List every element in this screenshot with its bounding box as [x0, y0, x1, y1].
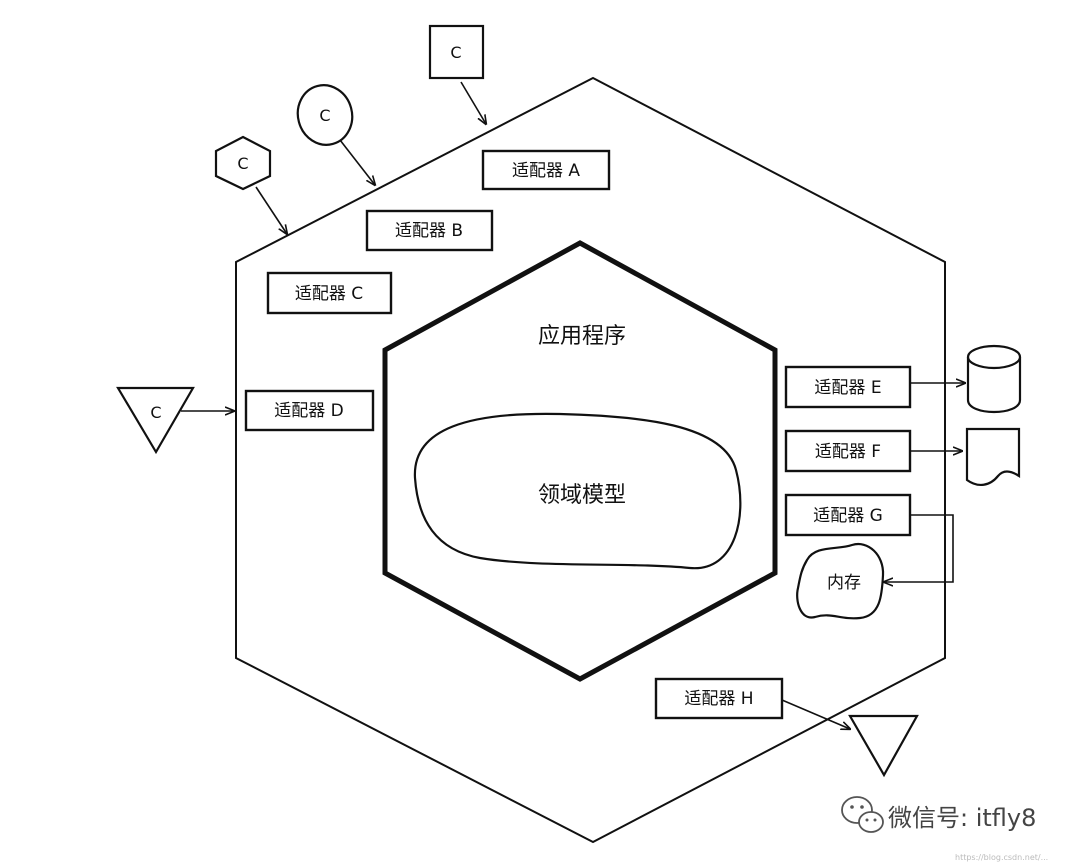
memory-blob [796, 542, 885, 620]
adapter-d-label: 适配器 D [274, 401, 344, 421]
client-hexagon-label: C [237, 154, 248, 173]
watermark-text: 微信号: itfly8 [888, 804, 1036, 832]
adapter-g: 适配器 G [784, 493, 912, 537]
document-icon [965, 427, 1021, 486]
arrow-ellipse-to-hexagon [339, 139, 375, 185]
adapter-b: 适配器 B [365, 209, 494, 252]
arrow-square-to-hexagon [460, 81, 486, 124]
database-icon [966, 344, 1022, 414]
client-triangle-label: C [150, 403, 161, 422]
adapter-f-label: 适配器 F [815, 442, 881, 462]
client-triangle: C [116, 386, 195, 455]
output-triangle [848, 714, 919, 778]
arrow-adapter-g-to-memory [884, 514, 954, 582]
client-ellipse-label: C [319, 106, 330, 125]
memory-label: 内存 [827, 573, 861, 593]
wechat-icon [841, 796, 884, 833]
adapter-a: 适配器 A [481, 149, 611, 191]
arrow-hexagon-client-to-hexagon [255, 186, 287, 234]
domain-model-label: 领域模型 [538, 483, 626, 508]
adapter-b-label: 适配器 B [395, 221, 463, 241]
client-square-label: C [450, 43, 461, 62]
watermark-url: https://blog.csdn.net/... [955, 853, 1048, 862]
domain-model-blob [413, 412, 742, 570]
adapter-h: 适配器 H [654, 677, 784, 720]
application-label: 应用程序 [538, 324, 626, 349]
adapter-d: 适配器 D [244, 389, 375, 432]
adapter-c-label: 适配器 C [295, 284, 363, 304]
adapter-f: 适配器 F [784, 429, 912, 473]
application-hexagon [382, 240, 778, 682]
adapter-h-label: 适配器 H [684, 689, 753, 709]
adapter-e-label: 适配器 E [814, 378, 881, 398]
arrow-adapter-h-to-triangle [781, 699, 850, 729]
adapter-c: 适配器 C [266, 271, 393, 315]
adapter-a-label: 适配器 A [512, 161, 580, 181]
client-square: C [428, 24, 485, 80]
watermark: 微信号: itfly8 https://blog.csdn.net/... [841, 796, 1048, 862]
client-hexagon: C [214, 135, 272, 191]
outer-hexagon [235, 76, 946, 844]
adapter-g-label: 适配器 G [813, 506, 883, 526]
client-ellipse: C [296, 84, 354, 146]
adapter-e: 适配器 E [784, 365, 912, 409]
